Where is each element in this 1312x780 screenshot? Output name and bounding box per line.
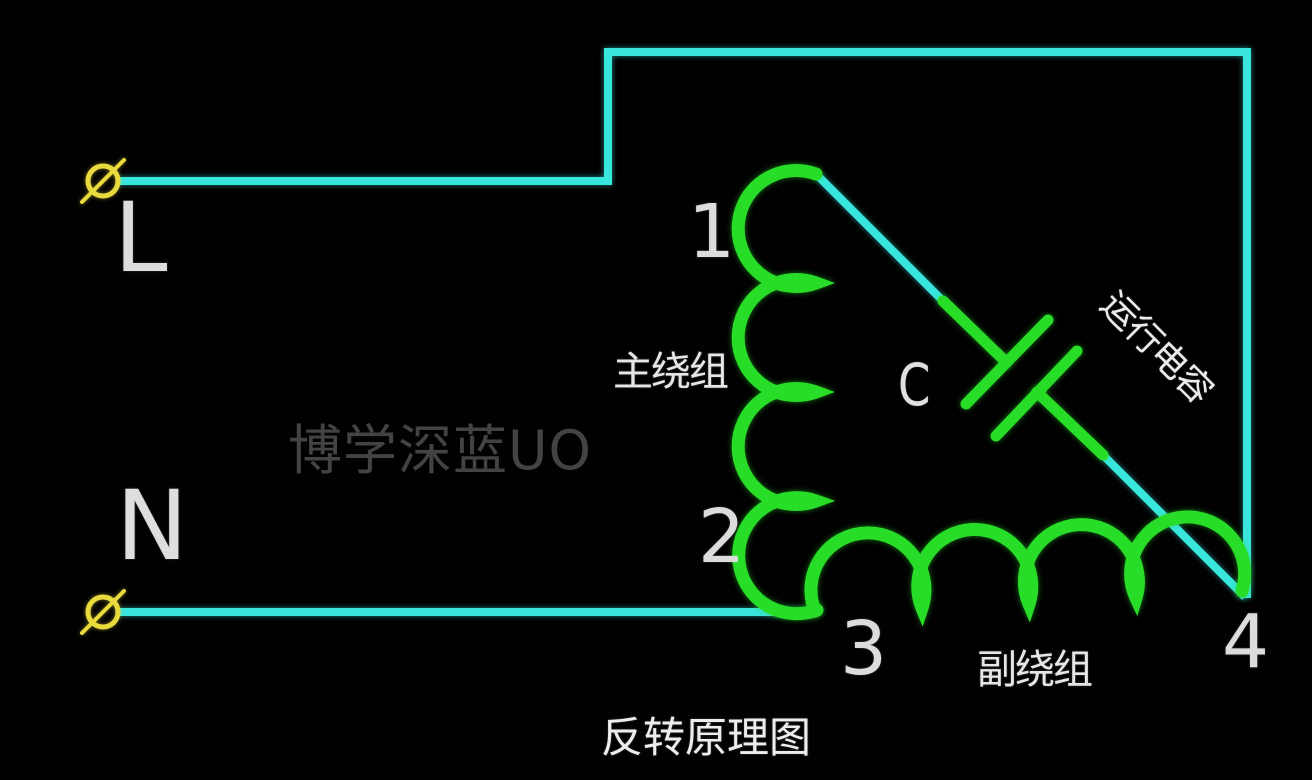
terminal-slash: [80, 589, 126, 635]
diagram-title: 反转原理图: [601, 713, 812, 762]
terminal-L-label: L: [114, 182, 168, 294]
aux-winding-coil: [804, 510, 1252, 627]
capacitor-lower-lead-wire: [1100, 452, 1248, 600]
capacitor-upper-stub: [937, 295, 1012, 368]
capacitor-label: C: [898, 351, 931, 419]
watermark-text: 博学深蓝UO: [288, 419, 593, 482]
main-winding-coil: [731, 164, 836, 621]
terminal-N-label: N: [116, 470, 188, 582]
capacitor-plate-1: [960, 314, 1054, 410]
terminal-L-icon: [80, 158, 126, 204]
live-wire: [118, 48, 1251, 598]
aux-winding-label: 副绕组: [977, 647, 1093, 693]
node-2-label: 2: [698, 494, 746, 580]
node-3-label: 3: [840, 606, 888, 692]
node-4-label: 4: [1222, 599, 1270, 685]
terminal-N-icon: [80, 589, 126, 635]
main-winding-label: 主绕组: [613, 349, 729, 395]
capacitor-upper-lead-wire: [815, 173, 946, 304]
node-1-label: 1: [688, 189, 736, 275]
terminal-circle: [85, 163, 121, 199]
terminal-slash: [80, 158, 126, 204]
capacitor-plate-2: [990, 345, 1083, 442]
capacitor-lower-stub: [1031, 386, 1109, 461]
terminal-circle: [85, 594, 121, 630]
